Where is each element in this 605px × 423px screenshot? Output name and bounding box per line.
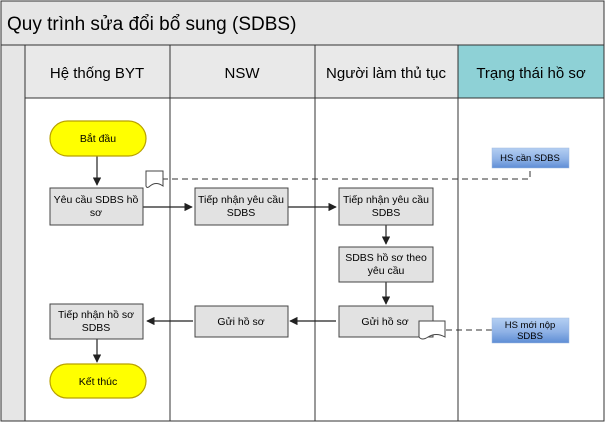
process-nsw-receive-line1: Tiếp nhận yêu cầu — [198, 194, 284, 206]
process-amend — [338, 246, 434, 283]
start-label: Bắt đầu — [80, 132, 116, 145]
process-request-sdbs-line1: Yêu cầu SDBS hồ — [54, 194, 139, 206]
process-nsw-send — [194, 305, 289, 338]
process-byt-receive — [49, 303, 144, 340]
diagram-title: Quy trình sửa đổi bổ sung (SDBS) — [7, 14, 296, 35]
lane-header-status — [457, 44, 605, 99]
process-byt-receive-line2: SDBS — [82, 322, 111, 334]
end-terminator — [49, 363, 147, 399]
status-new-line1: HS mới nộp — [505, 320, 556, 331]
lane-label-user: Người làm thủ tục — [326, 65, 446, 82]
process-amend-line2: yêu cầu — [368, 265, 405, 277]
status-new-line2: SDBS — [517, 331, 543, 342]
process-nsw-receive-line2: SDBS — [227, 207, 256, 219]
document-icon — [418, 320, 446, 340]
status-needs-sdbs-label: HS cần SDBS — [500, 153, 560, 164]
process-user-receive-line1: Tiếp nhận yêu cầu — [343, 194, 429, 206]
lane-label-nsw: NSW — [225, 65, 261, 82]
document-icon — [145, 170, 164, 188]
process-user-receive-line2: SDBS — [372, 207, 401, 219]
lane-label-status: Trạng thái hồ sơ — [476, 65, 585, 82]
lane-label-byt: Hệ thống BYT — [50, 65, 144, 82]
start-terminator — [49, 120, 147, 157]
status-chip-needs-sdbs — [491, 147, 570, 169]
end-label: Kết thúc — [79, 376, 118, 388]
status-chip-new — [491, 317, 570, 344]
process-nsw-receive — [194, 187, 289, 226]
lane-header-user — [314, 44, 459, 99]
left-gutter — [0, 44, 26, 422]
process-nsw-send-label: Gửi hồ sơ — [217, 316, 264, 328]
process-byt-receive-line1: Tiếp nhận hồ sơ — [58, 309, 134, 321]
process-user-send-label: Gửi hồ sơ — [361, 316, 408, 328]
lane-header-byt — [24, 44, 171, 99]
process-user-receive — [338, 187, 434, 226]
process-request-sdbs-line2: sơ — [90, 207, 102, 219]
process-amend-line1: SDBS hồ sơ theo — [345, 252, 427, 264]
process-request-sdbs — [49, 187, 144, 226]
status-link-needs-sdbs — [162, 166, 531, 180]
title-bar — [0, 0, 605, 46]
